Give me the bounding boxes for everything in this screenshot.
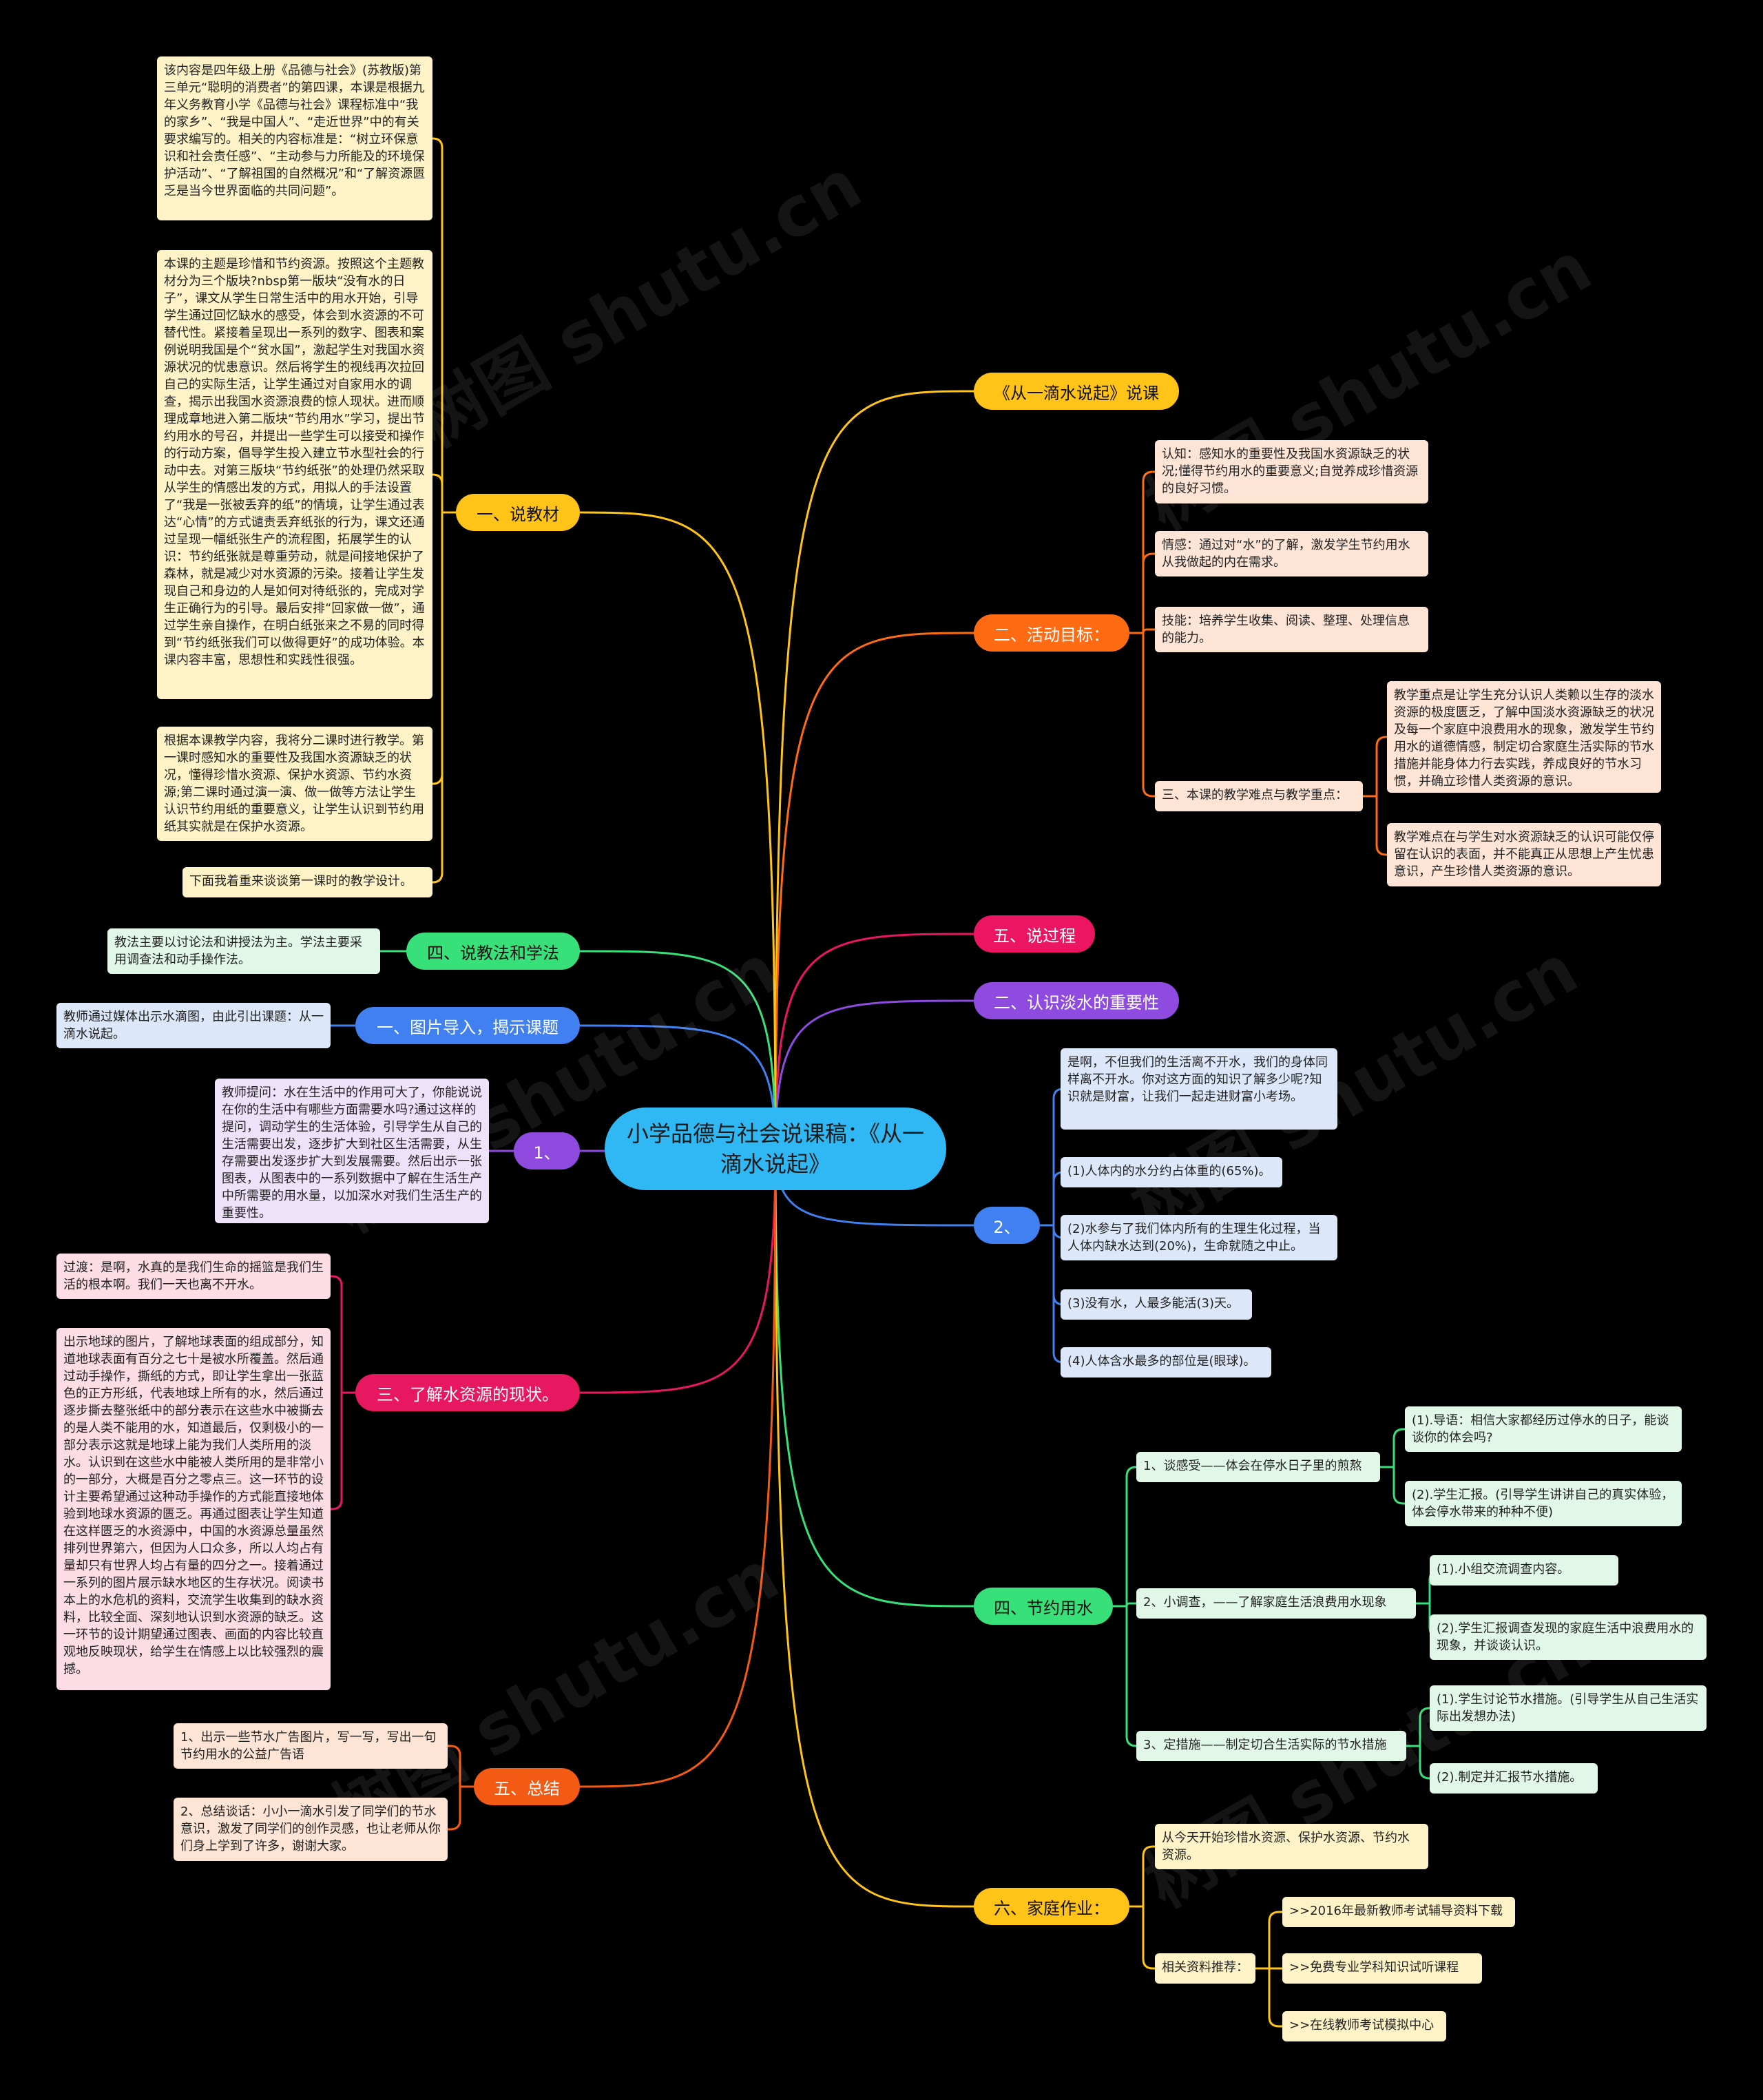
leaf-node-o1[interactable]: 教师提问：水在生活中的作用可大了，你能说说在你的生活中有哪些方面需要水吗?通过这… xyxy=(215,1079,489,1223)
leaf-node-m4[interactable]: 下面我着重来谈谈第一课时的教学设计。 xyxy=(182,867,432,897)
leaf-node-s3b[interactable]: (2).制定并汇报节水措施。 xyxy=(1430,1763,1598,1794)
leaf-node-m3[interactable]: 根据本课教学内容，我将分二课时进行教学。第一课时感知水的重要性及我国水资源缺乏的… xyxy=(157,727,432,841)
branch-node-b_material[interactable]: 一、说教材 xyxy=(456,494,580,531)
branch-node-b_save[interactable]: 四、节约用水 xyxy=(974,1588,1113,1625)
leaf-node-h2b[interactable]: >>免费专业学科知识试听课程 xyxy=(1282,1953,1482,1984)
link-g2 xyxy=(1129,552,1155,634)
leaf-node-m1[interactable]: 该内容是四年级上册《品德与社会》(苏教版)第三单元“聪明的消费者”的第四课，本课… xyxy=(157,56,432,220)
leaf-node-t5[interactable]: (4)人体含水最多的部位是(眼球)。 xyxy=(1061,1347,1271,1378)
link-b_summary xyxy=(579,1148,777,1788)
link-g4b xyxy=(1363,795,1387,856)
leaf-node-s1b[interactable]: (2).学生汇报。(引导学生讲讲自己的真实体验，体会停水带来的种种不便) xyxy=(1405,1481,1682,1526)
leaf-node-s2b[interactable]: (2).学生汇报调查发现的家庭生活中浪费用水的现象，并谈谈认识。 xyxy=(1430,1614,1707,1660)
leaf-node-m2[interactable]: 本课的主题是珍惜和节约资源。按照这个主题教材分为三个版块?nbsp第一版块“没有… xyxy=(157,250,432,699)
leaf-node-su2[interactable]: 2、总结谈话：小小一滴水引发了同学们的节水意识，激发了同学们的创作灵感，也让老师… xyxy=(174,1798,448,1861)
root-node[interactable]: 小学品德与社会说课稿：《从一滴水说起》 xyxy=(605,1108,946,1190)
leaf-node-g2[interactable]: 情感：通过对“水”的了解，激发学生节约用水从我做起的内在需求。 xyxy=(1155,531,1428,576)
link-g1 xyxy=(1129,470,1155,634)
link-b_goals xyxy=(774,632,974,1150)
leaf-node-me1[interactable]: 教法主要以讨论法和讲授法为主。学法主要采用调查法和动手操作法。 xyxy=(107,928,380,974)
leaf-node-h2[interactable]: 相关资料推荐： xyxy=(1155,1953,1255,1984)
branch-node-b_fresh[interactable]: 二、认识淡水的重要性 xyxy=(974,982,1179,1019)
link-m1 xyxy=(432,137,456,514)
link-m2 xyxy=(432,473,456,514)
link-m4 xyxy=(432,511,456,884)
link-st1 xyxy=(331,1275,355,1394)
link-b_home xyxy=(774,1148,974,1908)
link-b_fresh xyxy=(774,999,974,1150)
link-su1 xyxy=(448,1745,474,1788)
link-s1a xyxy=(1380,1428,1405,1468)
leaf-node-g4[interactable]: 三、本课的教学难点与教学重点： xyxy=(1155,781,1363,811)
link-b_save xyxy=(774,1148,974,1608)
branch-node-b_title[interactable]: 《从一滴水说起》说课 xyxy=(974,373,1179,410)
leaf-node-t3[interactable]: (2)水参与了我们体内所有的生理生化过程，当人体内缺水达到(20%)，生命就随之… xyxy=(1061,1215,1337,1260)
link-b_status xyxy=(579,1148,777,1394)
link-s3b xyxy=(1406,1745,1430,1780)
leaf-node-st1[interactable]: 过渡：是啊，水真的是我们生命的摇篮是我们生活的根本啊。我们一天也离不开水。 xyxy=(56,1254,331,1299)
leaf-node-g4a[interactable]: 教学重点是让学生充分认识人类赖以生存的淡水资源的极度匮乏，了解中国淡水资源缺乏的… xyxy=(1387,681,1661,793)
branch-node-b_summary[interactable]: 五、总结 xyxy=(474,1768,580,1805)
leaf-node-su1[interactable]: 1、出示一些节水广告图片，写一写，写出一句节约用水的公益广告语 xyxy=(174,1723,448,1769)
branch-node-b_status[interactable]: 三、了解水资源的现状。 xyxy=(355,1374,580,1411)
link-m3 xyxy=(432,511,456,785)
branch-node-b_method[interactable]: 四、说教法和学法 xyxy=(406,933,580,970)
link-b_method xyxy=(579,950,777,1150)
leaf-node-s1a[interactable]: (1).导语：相信大家都经历过停水的日子，能谈谈你的体会吗? xyxy=(1405,1406,1682,1452)
leaf-node-g1[interactable]: 认知：感知水的重要性及我国水资源缺乏的状况;懂得节约用水的重要意义;自觉养成珍惜… xyxy=(1155,440,1428,503)
link-h2a xyxy=(1255,1911,1282,1970)
branch-node-b_intro[interactable]: 一、图片导入，揭示课题 xyxy=(355,1007,580,1044)
link-g4 xyxy=(1129,632,1155,798)
leaf-node-s1[interactable]: 1、谈感受——体会在停水日子里的煎熬 xyxy=(1136,1452,1380,1482)
link-b_title xyxy=(774,390,974,1150)
link-t2 xyxy=(1040,1171,1064,1227)
leaf-node-g3[interactable]: 技能：培养学生收集、阅读、整理、处理信息的能力。 xyxy=(1155,607,1428,652)
link-b_intro xyxy=(579,1024,777,1150)
link-t1 xyxy=(1040,1088,1064,1227)
leaf-node-t2[interactable]: (1)人体内的水分约占体重的(65%)。 xyxy=(1061,1157,1282,1187)
leaf-node-st2[interactable]: 出示地球的图片，了解地球表面的组成部分，知道地球表面有百分之七十是被水所覆盖。然… xyxy=(56,1328,331,1690)
leaf-node-h2a[interactable]: >>2016年最新教师考试辅导资料下载 xyxy=(1282,1897,1515,1927)
link-t5 xyxy=(1040,1224,1064,1364)
link-s3 xyxy=(1113,1605,1137,1747)
leaf-node-s2[interactable]: 2、小调查，——了解家庭生活浪费用水现象 xyxy=(1136,1588,1416,1619)
branch-node-b_process[interactable]: 五、说过程 xyxy=(974,915,1095,953)
leaf-node-h2c[interactable]: >>在线教师考试模拟中心 xyxy=(1282,2011,1446,2041)
link-h2 xyxy=(1129,1905,1155,1970)
link-h1 xyxy=(1129,1845,1155,1908)
leaf-node-s3[interactable]: 3、定措施——制定切合生活实际的节水措施 xyxy=(1136,1731,1406,1761)
branch-node-b_home[interactable]: 六、家庭作业： xyxy=(974,1888,1129,1925)
leaf-node-g4b[interactable]: 教学难点在与学生对水资源缺乏的认识可能仅停留在认识的表面，并不能真正从思想上产生… xyxy=(1387,823,1661,886)
leaf-node-h1[interactable]: 从今天开始珍惜水资源、保护水资源、节约水资源。 xyxy=(1155,1824,1428,1869)
link-su2 xyxy=(448,1785,474,1831)
leaf-node-s2a[interactable]: (1).小组交流调查内容。 xyxy=(1430,1555,1618,1586)
leaf-node-i1[interactable]: 教师通过媒体出示水滴图，由此引出课题：从一滴水说起。 xyxy=(56,1003,331,1048)
link-h2c xyxy=(1255,1967,1282,2028)
link-s3a xyxy=(1406,1707,1430,1747)
link-st2 xyxy=(331,1391,355,1510)
branch-node-b_two[interactable]: 2、 xyxy=(974,1207,1040,1244)
link-s1b xyxy=(1380,1466,1405,1505)
leaf-node-t4[interactable]: (3)没有水，人最多能活(3)天。 xyxy=(1061,1289,1252,1320)
branch-node-b_one[interactable]: 1、 xyxy=(514,1132,580,1169)
leaf-node-s3a[interactable]: (1).学生讨论节水措施。(引导学生从自己生活实际出发想办法) xyxy=(1430,1685,1707,1731)
link-g4a xyxy=(1363,736,1387,798)
link-b_material xyxy=(579,511,777,1150)
leaf-node-t1[interactable]: 是啊，不但我们的生活离不开水，我们的身体同样离不开水。你对这方面的知识了解多少呢… xyxy=(1061,1048,1337,1130)
link-s1 xyxy=(1113,1466,1137,1608)
branch-node-b_goals[interactable]: 二、活动目标： xyxy=(974,614,1129,652)
link-t3 xyxy=(1040,1224,1064,1239)
link-b_process xyxy=(774,933,974,1150)
